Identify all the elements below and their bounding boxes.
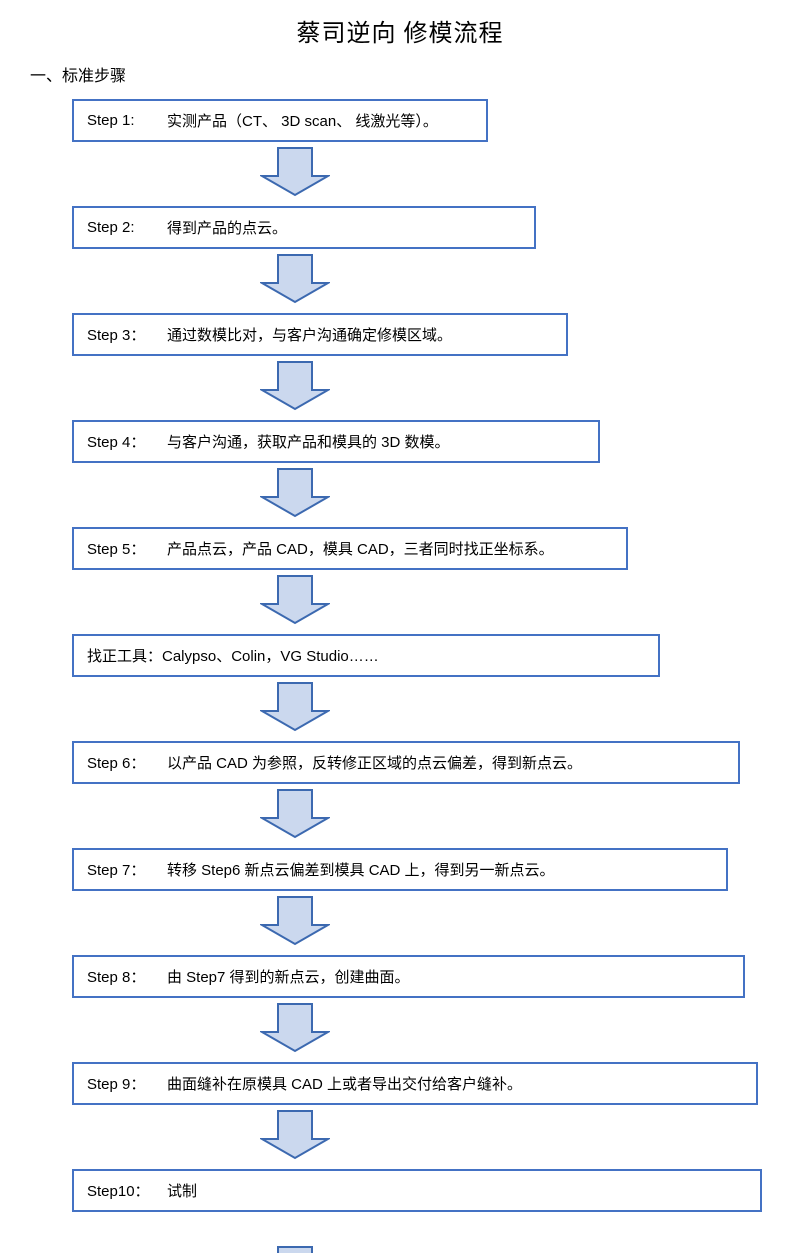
step-text: 得到产品的点云。	[167, 220, 288, 237]
down-arrow-icon	[260, 1003, 800, 1053]
down-arrow-icon	[260, 254, 800, 304]
step-text: 通过数模比对，与客户沟通确定修模区域。	[167, 327, 453, 344]
step-label: Step 7：	[87, 862, 146, 879]
step-label: Step 4：	[87, 434, 146, 451]
step-box-9: Step 9： 曲面缝补在原模具 CAD 上或者导出交付给客户缝补。	[72, 1062, 758, 1105]
step-label: Step 1:	[87, 112, 135, 129]
step-label: Step 2:	[87, 219, 135, 236]
step-text: 转移 Step6 新点云偏差到模具 CAD 上，得到另一新点云。	[167, 862, 555, 879]
step-box-7: Step 7： 转移 Step6 新点云偏差到模具 CAD 上，得到另一新点云。	[72, 848, 728, 891]
step-box-10: Step10： 试制	[72, 1169, 762, 1212]
step-label: Step10：	[87, 1183, 150, 1200]
step-text: 实测产品（CT、 3D scan、 线激光等）。	[167, 113, 438, 130]
step-text: 由 Step7 得到的新点云，创建曲面。	[167, 969, 410, 986]
step-label: Step 8：	[87, 969, 146, 986]
step-text: 找正工具：Calypso、Colin，VG Studio……	[87, 648, 379, 665]
down-arrow-icon	[260, 361, 800, 411]
page-title: 蔡司逆向 修模流程	[296, 21, 504, 47]
step-text: 与客户沟通，获取产品和模具的 3D 数模。	[167, 434, 450, 451]
step-label: Step 3：	[87, 327, 146, 344]
step-label: Step 6：	[87, 755, 146, 772]
step-box-3: Step 3： 通过数模比对，与客户沟通确定修模区域。	[72, 313, 568, 356]
down-arrow-icon	[260, 1110, 800, 1160]
down-arrow-icon	[260, 789, 800, 839]
step-box-2: Step 2: 得到产品的点云。	[72, 206, 536, 249]
down-arrow-partial-icon	[277, 1246, 313, 1253]
step-text: 曲面缝补在原模具 CAD 上或者导出交付给客户缝补。	[167, 1076, 523, 1093]
section-heading: 一、标准步骤	[30, 68, 127, 85]
down-arrow-icon	[260, 575, 800, 625]
down-arrow-icon	[260, 468, 800, 518]
step-box-6: Step 6： 以产品 CAD 为参照，反转修正区域的点云偏差，得到新点云。	[72, 741, 740, 784]
down-arrow-icon	[260, 147, 800, 197]
step-text: 以产品 CAD 为参照，反转修正区域的点云偏差，得到新点云。	[167, 755, 583, 772]
down-arrow-icon	[260, 896, 800, 946]
step-box-1: Step 1: 实测产品（CT、 3D scan、 线激光等）。	[72, 99, 488, 142]
step-label: Step 9：	[87, 1076, 146, 1093]
step-label: Step 5：	[87, 541, 146, 558]
tool-note-box: 找正工具：Calypso、Colin，VG Studio……	[72, 634, 660, 677]
step-text: 试制	[167, 1183, 198, 1200]
step-box-8: Step 8： 由 Step7 得到的新点云，创建曲面。	[72, 955, 745, 998]
flowchart: Step 1: 实测产品（CT、 3D scan、 线激光等）。 Step 2: 得到…	[0, 99, 800, 1253]
step-box-5: Step 5： 产品点云，产品 CAD，模具 CAD，三者同时找正坐标系。	[72, 527, 628, 570]
step-box-4: Step 4： 与客户沟通，获取产品和模具的 3D 数模。	[72, 420, 600, 463]
step-text: 产品点云，产品 CAD，模具 CAD，三者同时找正坐标系。	[167, 541, 554, 558]
down-arrow-icon	[260, 682, 800, 732]
